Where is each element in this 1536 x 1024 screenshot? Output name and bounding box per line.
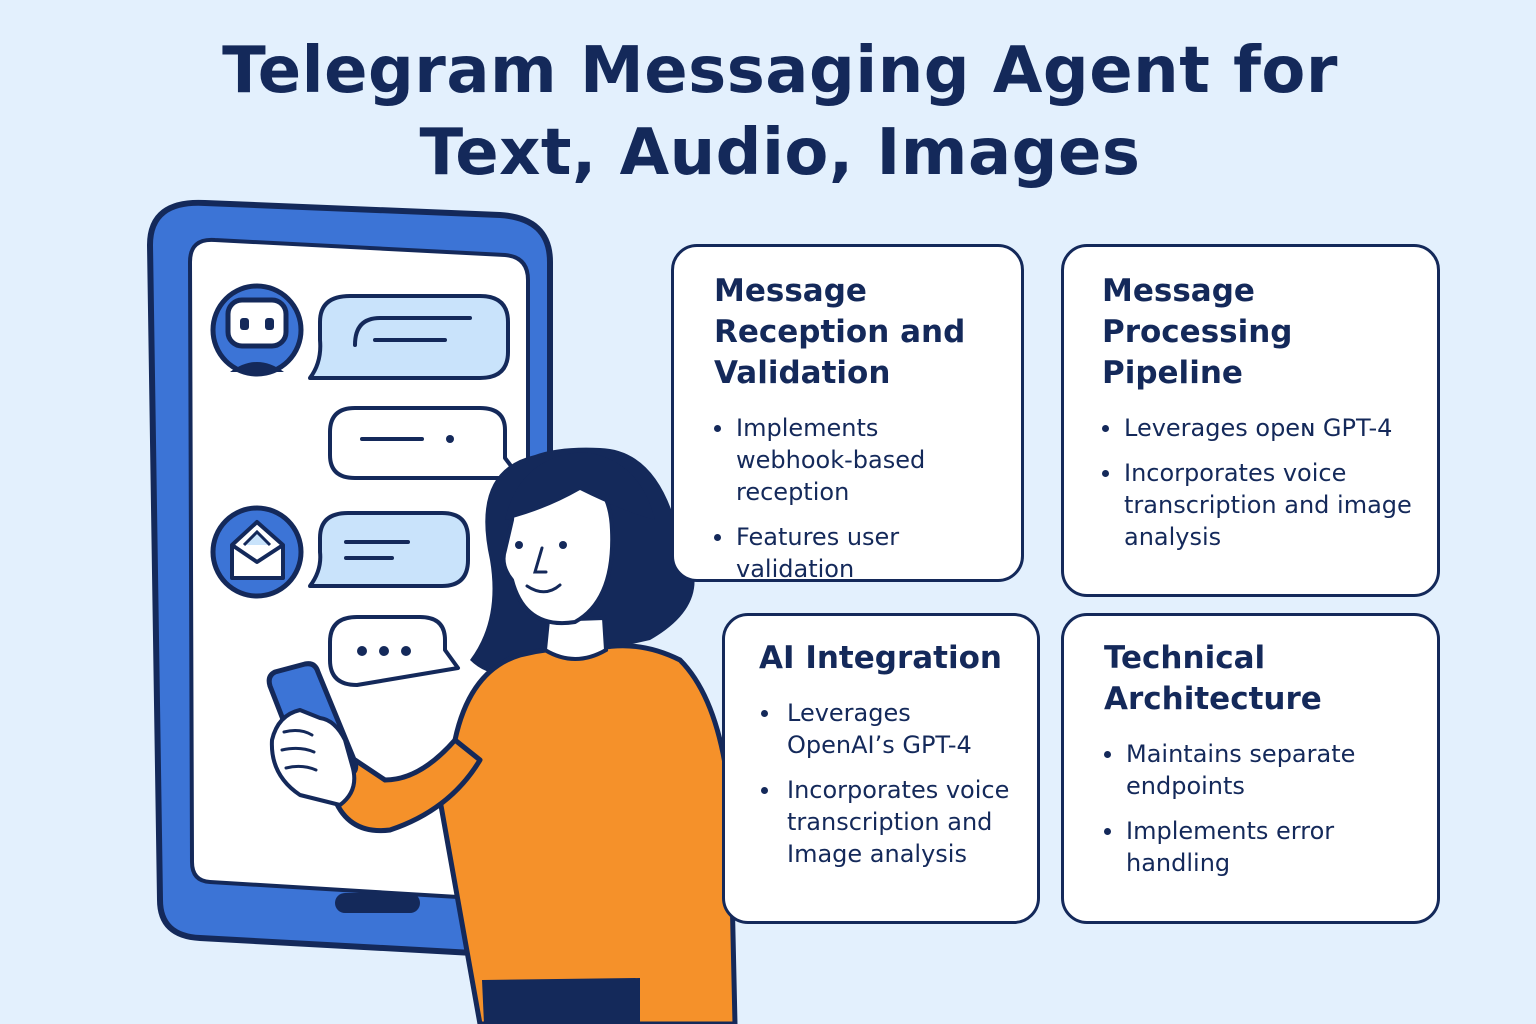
card-technical-architecture: Technical Architecture Maintains separat…: [1061, 613, 1440, 924]
card-bullet-list: Maintains separate endpoints Implements …: [1104, 738, 1419, 879]
card-bullet: Leverages opeɴ GPT-4: [1102, 412, 1419, 444]
title-line-2: Text, Audio, Images: [419, 116, 1141, 190]
envelope-icon: [210, 505, 304, 599]
card-heading: Message Reception and Validation: [714, 273, 966, 391]
card-bullet: Incorporates voice transcription and ima…: [1102, 457, 1419, 553]
chat-bubble-incoming: [308, 294, 510, 380]
card-heading: Technical Architecture: [1104, 640, 1322, 717]
card-bullet-list: Implements webhook-based reception Featu…: [714, 412, 1001, 585]
chat-bubble-incoming-2: [308, 511, 470, 588]
card-message-processing: Message Processing Pipeline Leverages op…: [1061, 244, 1440, 597]
chat-bubble-typing: [328, 615, 460, 687]
card-bullet: Features user validation: [714, 521, 1001, 585]
title-line-1: Telegram Messaging Agent for: [222, 34, 1338, 108]
card-message-reception: Message Reception and Validation Impleme…: [671, 244, 1024, 585]
person-figure: [266, 447, 738, 1024]
card-bullet: Leverages OpenAI’s GPT-4: [759, 697, 1025, 761]
chat-bubble-outgoing: [328, 406, 522, 480]
card-bullet: Implements webhook-based reception: [714, 412, 1001, 508]
card-ai-integration: AI Integration Leverages OpenAI’s GPT-4 …: [722, 613, 1040, 924]
card-bullet-list: Leverages OpenAI’s GPT-4 Incorporates vo…: [759, 697, 1025, 870]
card-heading: Message Processing Pipeline: [1102, 273, 1293, 391]
card-bullet: Maintains separate endpoints: [1104, 738, 1419, 802]
card-heading: AI Integration: [759, 640, 1002, 676]
card-bullet: Implements error handling: [1104, 815, 1419, 879]
card-bullet-list: Leverages opeɴ GPT-4 Incorporates voice …: [1102, 412, 1419, 553]
page-title: Telegram Messaging Agent for Text, Audio…: [0, 30, 1536, 194]
robot-icon: [210, 283, 304, 377]
phone-home-button: [335, 893, 420, 913]
card-bullet: Incorporates voice transcription and Ima…: [759, 774, 1025, 870]
